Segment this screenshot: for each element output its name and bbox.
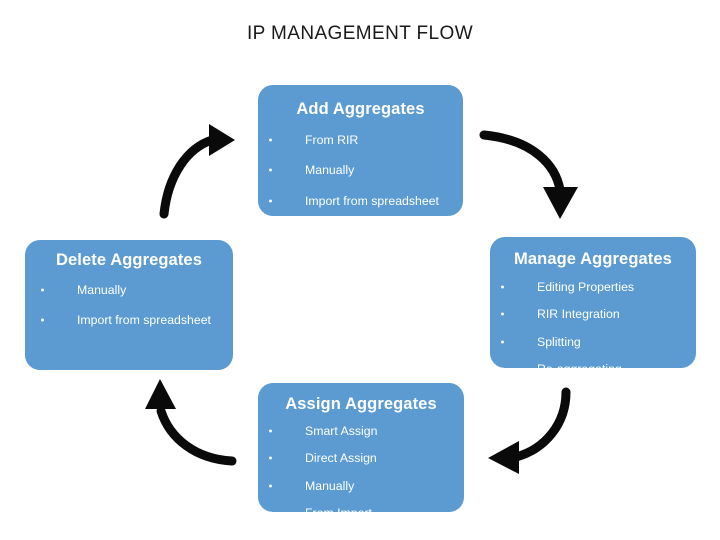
bullet-icon	[41, 288, 44, 292]
node-delete-title: Delete Aggregates	[56, 251, 202, 269]
bullet-icon	[501, 285, 504, 289]
page-title: IP MANAGEMENT FLOW	[246, 23, 474, 44]
list-item: RIR Integration	[490, 308, 696, 320]
arrow-delete-to-add	[159, 124, 235, 219]
list-item: Re-aggregating	[490, 363, 696, 375]
node-assign-aggregates[interactable]: Assign Aggregates Smart Assign Direct As…	[258, 383, 464, 519]
list-item: Splitting	[490, 334, 696, 349]
list-item-label: Import from spreadsheet	[305, 193, 439, 208]
node-assign-title: Assign Aggregates	[285, 395, 437, 413]
bullet-icon	[501, 367, 504, 371]
bullet-icon	[269, 484, 272, 488]
node-delete-aggregates[interactable]: Delete Aggregates Manually Import from s…	[25, 240, 233, 370]
list-item-label: Re-aggregating	[537, 361, 622, 376]
bullet-icon	[269, 511, 272, 515]
list-item-label: From RIR	[305, 133, 359, 147]
list-item-label: Manually	[77, 283, 127, 297]
bullet-icon	[269, 429, 272, 433]
list-item: From RIR	[258, 134, 463, 146]
list-item-label: RIR Integration	[537, 307, 620, 322]
bullet-icon	[41, 318, 44, 322]
list-item: From Import	[258, 507, 464, 519]
list-item: Manually	[25, 284, 233, 296]
list-item-label: Smart Assign	[305, 424, 378, 438]
bullet-icon	[269, 456, 272, 460]
list-item: Manually	[258, 478, 464, 493]
list-item-label: Direct Assign	[305, 451, 377, 466]
list-item: Import from spreadsheet	[258, 193, 463, 208]
list-item: Editing Properties	[490, 281, 696, 293]
node-assign-list: Smart Assign Direct Assign Manually From…	[258, 425, 464, 519]
list-item: Direct Assign	[258, 452, 464, 464]
list-item-label: Manually	[305, 163, 355, 178]
list-item-label: From Import	[305, 505, 372, 520]
list-item-label: Import from spreadsheet	[77, 313, 211, 328]
bullet-icon	[269, 168, 272, 172]
list-item-label: Splitting	[537, 334, 581, 349]
node-add-title: Add Aggregates	[296, 100, 425, 118]
node-add-aggregates[interactable]: Add Aggregates From RIR Manually Import …	[258, 85, 463, 216]
bullet-icon	[501, 340, 504, 344]
node-delete-list: Manually Import from spreadsheet	[25, 284, 233, 327]
bullet-icon	[501, 312, 504, 316]
list-item-label: Manually	[305, 478, 355, 493]
list-item: Smart Assign	[258, 425, 464, 437]
node-manage-title: Manage Aggregates	[514, 250, 672, 268]
arrow-add-to-manage	[479, 130, 578, 219]
list-item: Import from spreadsheet	[25, 314, 233, 326]
node-add-list: From RIR Manually Import from spreadshee…	[258, 134, 463, 207]
bullet-icon	[269, 199, 272, 203]
arrow-assign-to-delete	[145, 379, 237, 466]
arrow-manage-to-assign	[488, 387, 571, 474]
node-manage-list: Editing Properties RIR Integration Split…	[490, 281, 696, 375]
bullet-icon	[269, 138, 272, 142]
list-item-label: Editing Properties	[537, 280, 635, 294]
list-item: Manually	[258, 164, 463, 176]
node-manage-aggregates[interactable]: Manage Aggregates Editing Properties RIR…	[490, 237, 696, 375]
